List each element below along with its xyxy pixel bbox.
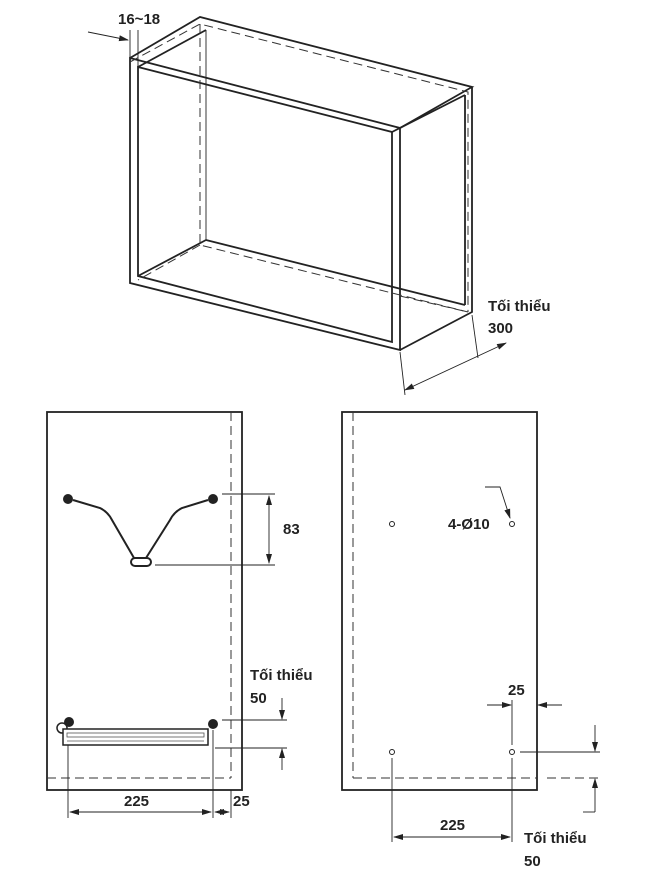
left-min-label-line1: Tối thiểu: [250, 667, 313, 684]
left-side-view: 83 Tối thiểu 50 225 25: [46, 411, 313, 818]
depth-label-line1: Tối thiểu: [488, 298, 551, 315]
left-edge-label: 25: [233, 793, 250, 810]
right-min-label-line1: Tối thiểu: [524, 830, 587, 847]
height-label: 83: [283, 521, 300, 538]
holes-label: 4-Ø10: [448, 516, 490, 533]
left-min-label-line2: 50: [250, 690, 267, 707]
handle-rail: [56, 717, 218, 746]
cabinet-isometric: 16~18 Tối thiểu 300: [87, 11, 551, 396]
right-min-label-line2: 50: [524, 853, 541, 870]
lift-mechanism: [63, 494, 218, 567]
right-width-label: 225: [440, 817, 465, 834]
right-edge-label: 25: [508, 682, 525, 699]
right-side-view: 4-Ø10 25 225 Tối thiểu 50: [341, 411, 600, 870]
thickness-label: 16~18: [118, 11, 160, 28]
mounting-holes: [389, 521, 515, 755]
left-width-label: 225: [124, 793, 149, 810]
depth-label-line2: 300: [488, 320, 513, 337]
